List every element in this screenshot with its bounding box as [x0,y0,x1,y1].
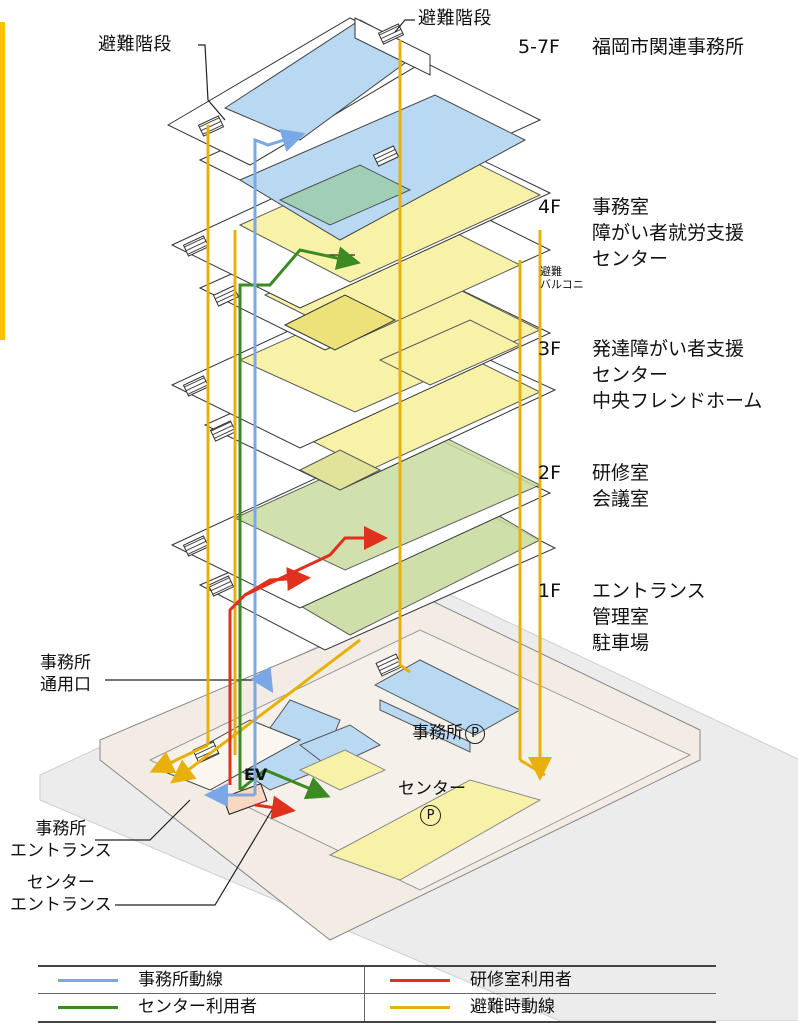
callout-line: エントランス [10,841,112,861]
floor-desc-line: 障がい者就労支援 [592,222,745,244]
legend-swatch-green [58,1006,118,1009]
callout-line: 通用口 [40,675,91,695]
floor-desc-line: 福岡市関連事務所 [592,36,745,58]
floor-desc-line: エントランス [592,580,706,602]
evacuation-route [149,40,552,784]
parking-office-text: 事務所 [412,723,463,743]
training-route [228,526,388,820]
floor-3F [170,269,552,449]
balcony-label-line2: バルコニ [540,278,584,291]
accent-edge-bar [0,22,5,340]
legend-divider [364,967,365,1021]
floor-desc-line: センター [592,248,669,270]
floor-desc-1F: エントランス 管理室 駐車場 [592,578,706,656]
floor-desc-2F: 研修室 会議室 [592,460,649,512]
floor-level-4F: 4F [538,196,562,218]
office-route [204,128,306,807]
office-entrance-callout: 事務所 エントランス [10,818,112,862]
floor-desc-line: 発達障がい者支援 [592,338,745,360]
callout-line: エントランス [10,895,112,915]
floor-desc-line: 管理室 [592,606,650,628]
legend-label: 研修室利用者 [470,970,572,990]
legend-swatch-red [390,979,450,982]
legend-swatch-yellow [390,1006,450,1009]
floor-level-2F: 2F [538,462,562,484]
legend-swatch-blue [58,979,118,982]
balcony-label: 避難 バルコニ [540,265,584,291]
floor-desc-line: 駐車場 [592,632,650,654]
floor-desc-line: 事務室 [592,196,650,218]
floor-level-1F: 1F [538,580,562,602]
floor-desc-line: 会議室 [592,488,650,510]
floor-desc-3F: 発達障がい者支援 センター 中央フレンドホーム [592,336,762,414]
parking-icon: P [420,805,441,826]
center-entrance-callout: センター エントランス [10,872,112,916]
legend-row: センター利用者 避難時動線 [38,994,716,1020]
office-door-callout: 事務所 通用口 [40,652,91,696]
floor-5-7F [166,17,432,166]
center-route [238,246,361,800]
legend-label: 避難時動線 [470,997,555,1017]
callout-line: センター [26,873,95,893]
callout-line: 事務所 [40,653,91,673]
floor-level-5-7F: 5-7F [518,36,560,58]
parking-icon: P [465,724,485,744]
leader-lines [95,19,415,906]
floor-desc-line: 研修室 [592,462,650,484]
floor-desc-5-7F: 福岡市関連事務所 [592,34,744,60]
elevator-label: EV [244,765,268,784]
floor-desc-4F: 事務室 障がい者就労支援 センター [592,194,744,272]
callout-line: 事務所 [35,819,87,839]
center-parking-label: センター [398,779,466,799]
floor-desc-line: 中央フレンドホーム [592,390,763,412]
balcony-label-line1: 避難 [540,265,562,278]
floor-office-mid [198,59,542,241]
route-legend: 事務所動線 研修室利用者 センター利用者 避難時動線 [38,965,716,1023]
legend-label: センター利用者 [138,997,257,1017]
floor-level-3F: 3F [538,338,562,360]
stairs-label-left: 避難階段 [98,34,172,55]
legend-label: 事務所動線 [138,970,223,990]
legend-row: 事務所動線 研修室利用者 [38,967,716,994]
floor-desc-line: センター [592,364,669,386]
stairs-label-right: 避難階段 [418,8,492,29]
